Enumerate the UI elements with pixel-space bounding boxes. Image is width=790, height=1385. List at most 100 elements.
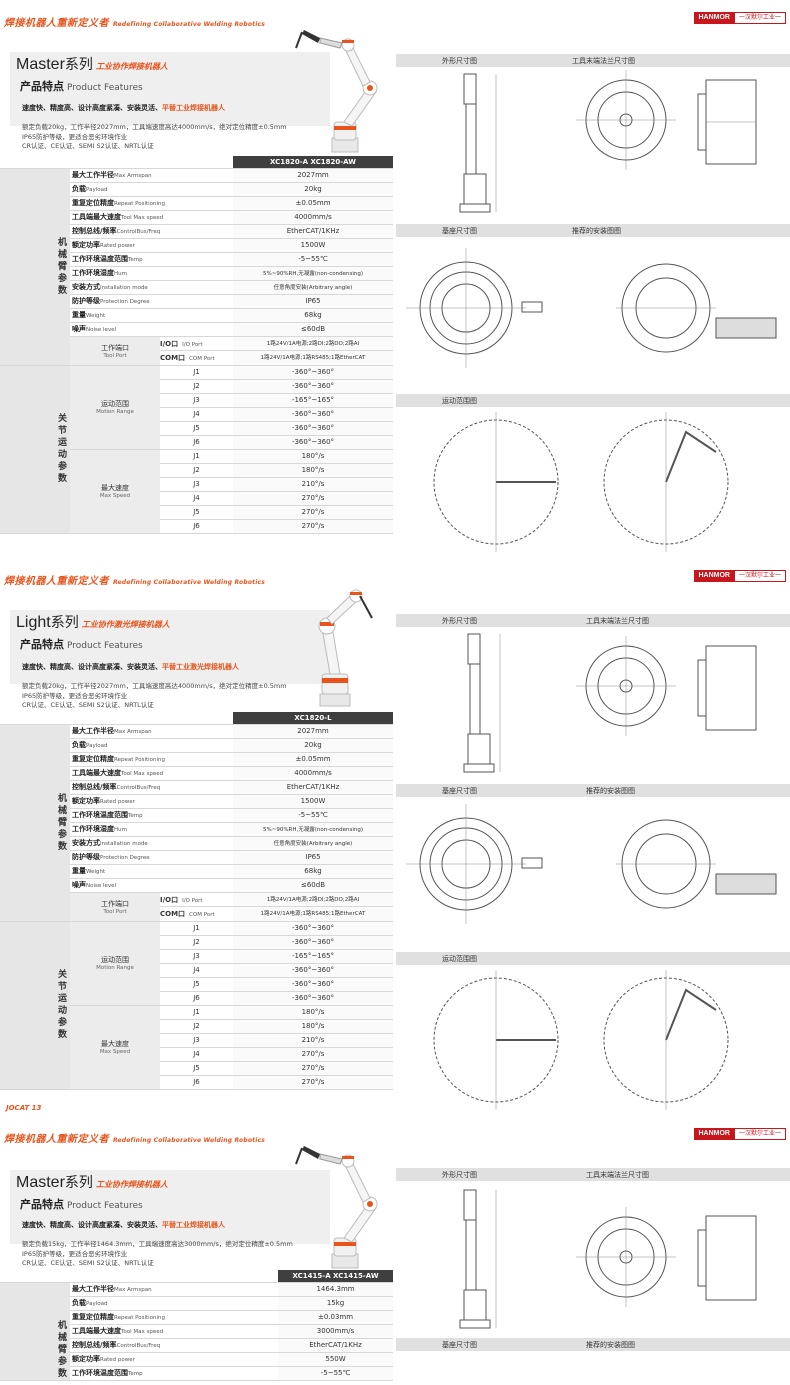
value-io: 1路24V/1A电源;2路DI;2路DO;2路AI [233,337,393,351]
value-temp: -5~55℃ [233,252,393,267]
label-weight: 重量Weight [70,864,233,879]
value-weight: 68kg [233,308,393,323]
value-io: 1路24V/1A电源;2路DI;2路DO;2路AI [233,893,393,907]
value-temp: -5~55℃ [233,808,393,823]
value-toolspeed: 3000mm/s [278,1324,393,1339]
value-ip: IP65 [233,850,393,865]
label-temp: 工作环境温度范围Temp [70,808,233,823]
joint-label: J3 [160,1033,233,1048]
value-weight: 68kg [233,864,393,879]
value-repeat: ±0.05mm [233,752,393,767]
joint-label: J1 [160,365,233,380]
label-power: 额定功率Rated power [70,238,233,253]
speed-value: 270°/s [233,1061,393,1076]
joint-label: J6 [160,1075,233,1090]
value-payload: 20kg [233,738,393,753]
label-hum: 工作环境湿度Hum [70,266,233,281]
robot-arm-image [295,30,378,153]
speed-value: 180°/s [233,1019,393,1034]
joint-label: J2 [160,935,233,950]
speed-value: 180°/s [233,1005,393,1020]
speed-value: 270°/s [233,1075,393,1090]
joint-label: J1 [160,1005,233,1020]
label-armspan: 最大工作半径Max Armspan [70,168,233,183]
label-toolspeed: 工具端最大速度Tool Max speed [70,210,233,225]
group-arm: 机械臂参数 [0,168,70,366]
base-drawing [406,248,543,368]
value-install: 任意角度安装(Arbitrary angle) [233,836,393,851]
description: 额定负载20kg，工作半径2027mm，工具端速度高达4000mm/s，绝对定位… [22,123,287,150]
section-bar-motion: 运动范围图 [396,952,790,965]
joint-label: J2 [160,1019,233,1034]
range-value: -360°~360° [233,435,393,450]
joint-label: J5 [160,505,233,520]
feature-line: 速度快、精度高、设计高度紧凑、安装灵活、平替工业焊接机器人 [22,1221,225,1229]
range-value: -165°~165° [233,393,393,408]
speed-value: 270°/s [233,505,393,520]
label-noise: 噪声Noise level [70,878,233,893]
section-bar-dimensions: 外形尺寸图工具末端法兰尺寸图 [396,54,790,67]
feature-line: 速度快、精度高、设计高度紧凑、安装灵活、平替工业焊接机器人 [22,104,225,112]
spec-table: XC1820-A XC1820-AW 机械臂参数 最大工作半径Max Armsp… [0,156,393,534]
label-bus: 控制总线/频率ControlBus/Freq [70,780,233,795]
joint-label: J1 [160,921,233,936]
value-com: 1路24V/1A电源;1路RS485;1路EtherCAT [260,354,366,361]
label-power: 额定功率Rated power [70,794,233,809]
label-ip: 防护等级Protection Degree [70,294,233,309]
joint-label: J4 [160,491,233,506]
joint-label: J5 [160,977,233,992]
section-bar-base: 基座尺寸图推荐的安装图图 [396,224,790,237]
value-payload: 20kg [233,182,393,197]
range-value: -360°~360° [233,963,393,978]
joint-label: J4 [160,963,233,978]
joint-label: J2 [160,379,233,394]
outline-drawing [459,1189,497,1329]
group-joint: 关节运动参数 [0,365,70,534]
value-bus: EtherCAT/1KHz [278,1338,393,1353]
page-footer: JOCAT 13 [6,1104,42,1112]
series-title: Light系列工业协作激光焊接机器人 [16,614,170,631]
value-repeat: ±0.05mm [233,196,393,211]
speed-value: 210°/s [233,477,393,492]
model-header: XC1415-A XC1415-AW [278,1270,393,1283]
joint-label: J3 [160,949,233,964]
value-bus: EtherCAT/1KHz [233,780,393,795]
joint-label: J5 [160,1061,233,1076]
value-ip: IP65 [233,294,393,309]
description: 额定负载15kg，工作半径1464.3mm，工具端速度高达3000mm/s，绝对… [22,1240,293,1267]
motion-range-drawing [433,412,729,552]
flange-drawing [576,636,757,736]
value-install: 任意角度安装(Arbitrary angle) [233,280,393,295]
label-payload: 负载Payload [70,738,233,753]
joint-label: J5 [160,421,233,436]
range-value: -360°~360° [233,407,393,422]
spec-table: XC1415-A XC1415-AW 机械臂参数 最大工作半径Max Armsp… [0,1270,393,1381]
speed-value: 180°/s [233,449,393,464]
speed-value: 270°/s [233,491,393,506]
label-armspan: 最大工作半径Max Armspan [70,1282,279,1297]
label-install: 安装方式Installation mode [70,280,233,295]
feature-line: 速度快、精度高、设计高度紧凑、安装灵活、平替工业激光焊接机器人 [22,663,239,671]
speed-value: 270°/s [233,1047,393,1062]
group-arm: 机械臂参数 [0,1282,70,1381]
range-value: -360°~360° [233,421,393,436]
series-title: Master系列工业协作焊接机器人 [16,1174,168,1191]
base-drawing [406,804,543,924]
description: 额定负载20kg，工作半径2027mm，工具端速度高达4000mm/s，绝对定位… [22,682,287,709]
page-divider [0,1116,790,1122]
